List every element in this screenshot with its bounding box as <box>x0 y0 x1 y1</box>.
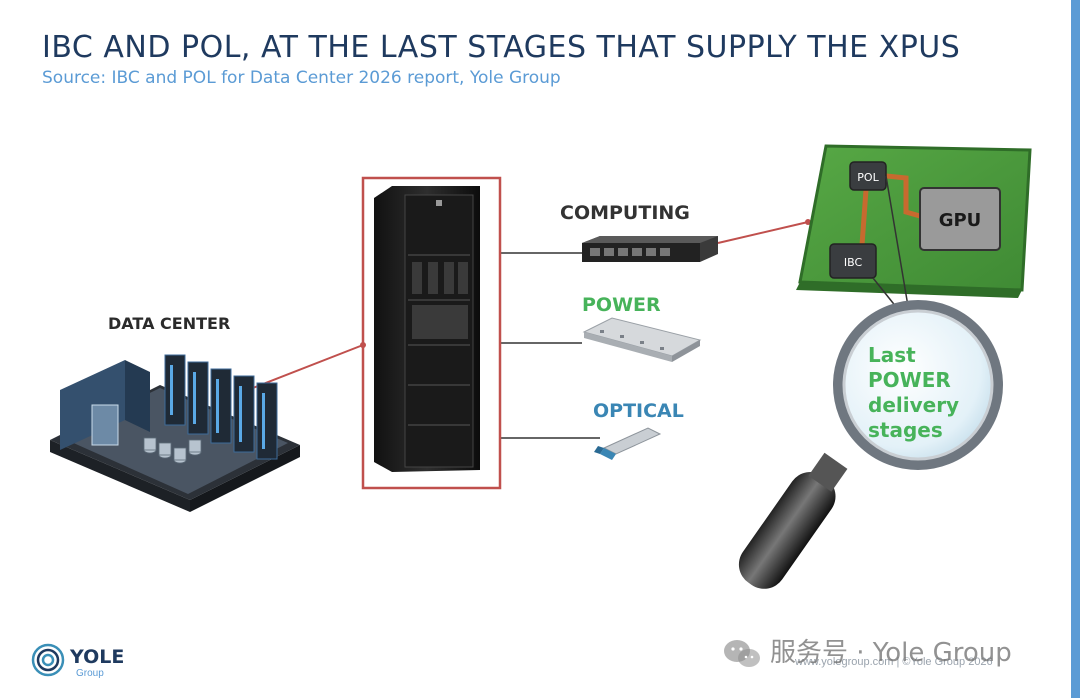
yole-logo-icon <box>30 642 66 678</box>
lens-caption: Last POWER delivery stages <box>868 343 978 443</box>
lens-line-1: Last <box>868 343 978 368</box>
ibc-chip-label: IBC <box>844 256 863 269</box>
optical-transceiver-icon <box>594 428 660 460</box>
logo-sub: Group <box>76 668 104 679</box>
watermark: 服务号 · Yole Group <box>722 632 1012 670</box>
computing-label: COMPUTING <box>560 202 690 224</box>
data-center-illustration <box>50 355 300 512</box>
pcb-board: POL IBC GPU <box>796 146 1030 318</box>
gpu-chip-label: GPU <box>939 210 982 231</box>
watermark-text: 服务号 · Yole Group <box>770 638 1012 668</box>
pol-chip-label: POL <box>857 171 879 184</box>
data-center-label: DATA CENTER <box>108 314 230 333</box>
server-rack-icon <box>363 178 500 488</box>
lens-line-3: delivery <box>868 393 978 418</box>
yole-logo: YOLE Group <box>30 640 140 680</box>
power-label: POWER <box>582 294 661 316</box>
connector-lines <box>240 219 811 438</box>
lens-line-2: POWER <box>868 368 978 393</box>
wechat-icon <box>722 638 762 670</box>
power-module-icon <box>584 318 700 362</box>
computing-to-board-line <box>718 222 808 243</box>
optical-label: OPTICAL <box>593 400 684 422</box>
logo-name: YOLE <box>70 646 124 668</box>
rack-server-icon <box>582 236 718 262</box>
lens-line-4: stages <box>868 418 978 443</box>
